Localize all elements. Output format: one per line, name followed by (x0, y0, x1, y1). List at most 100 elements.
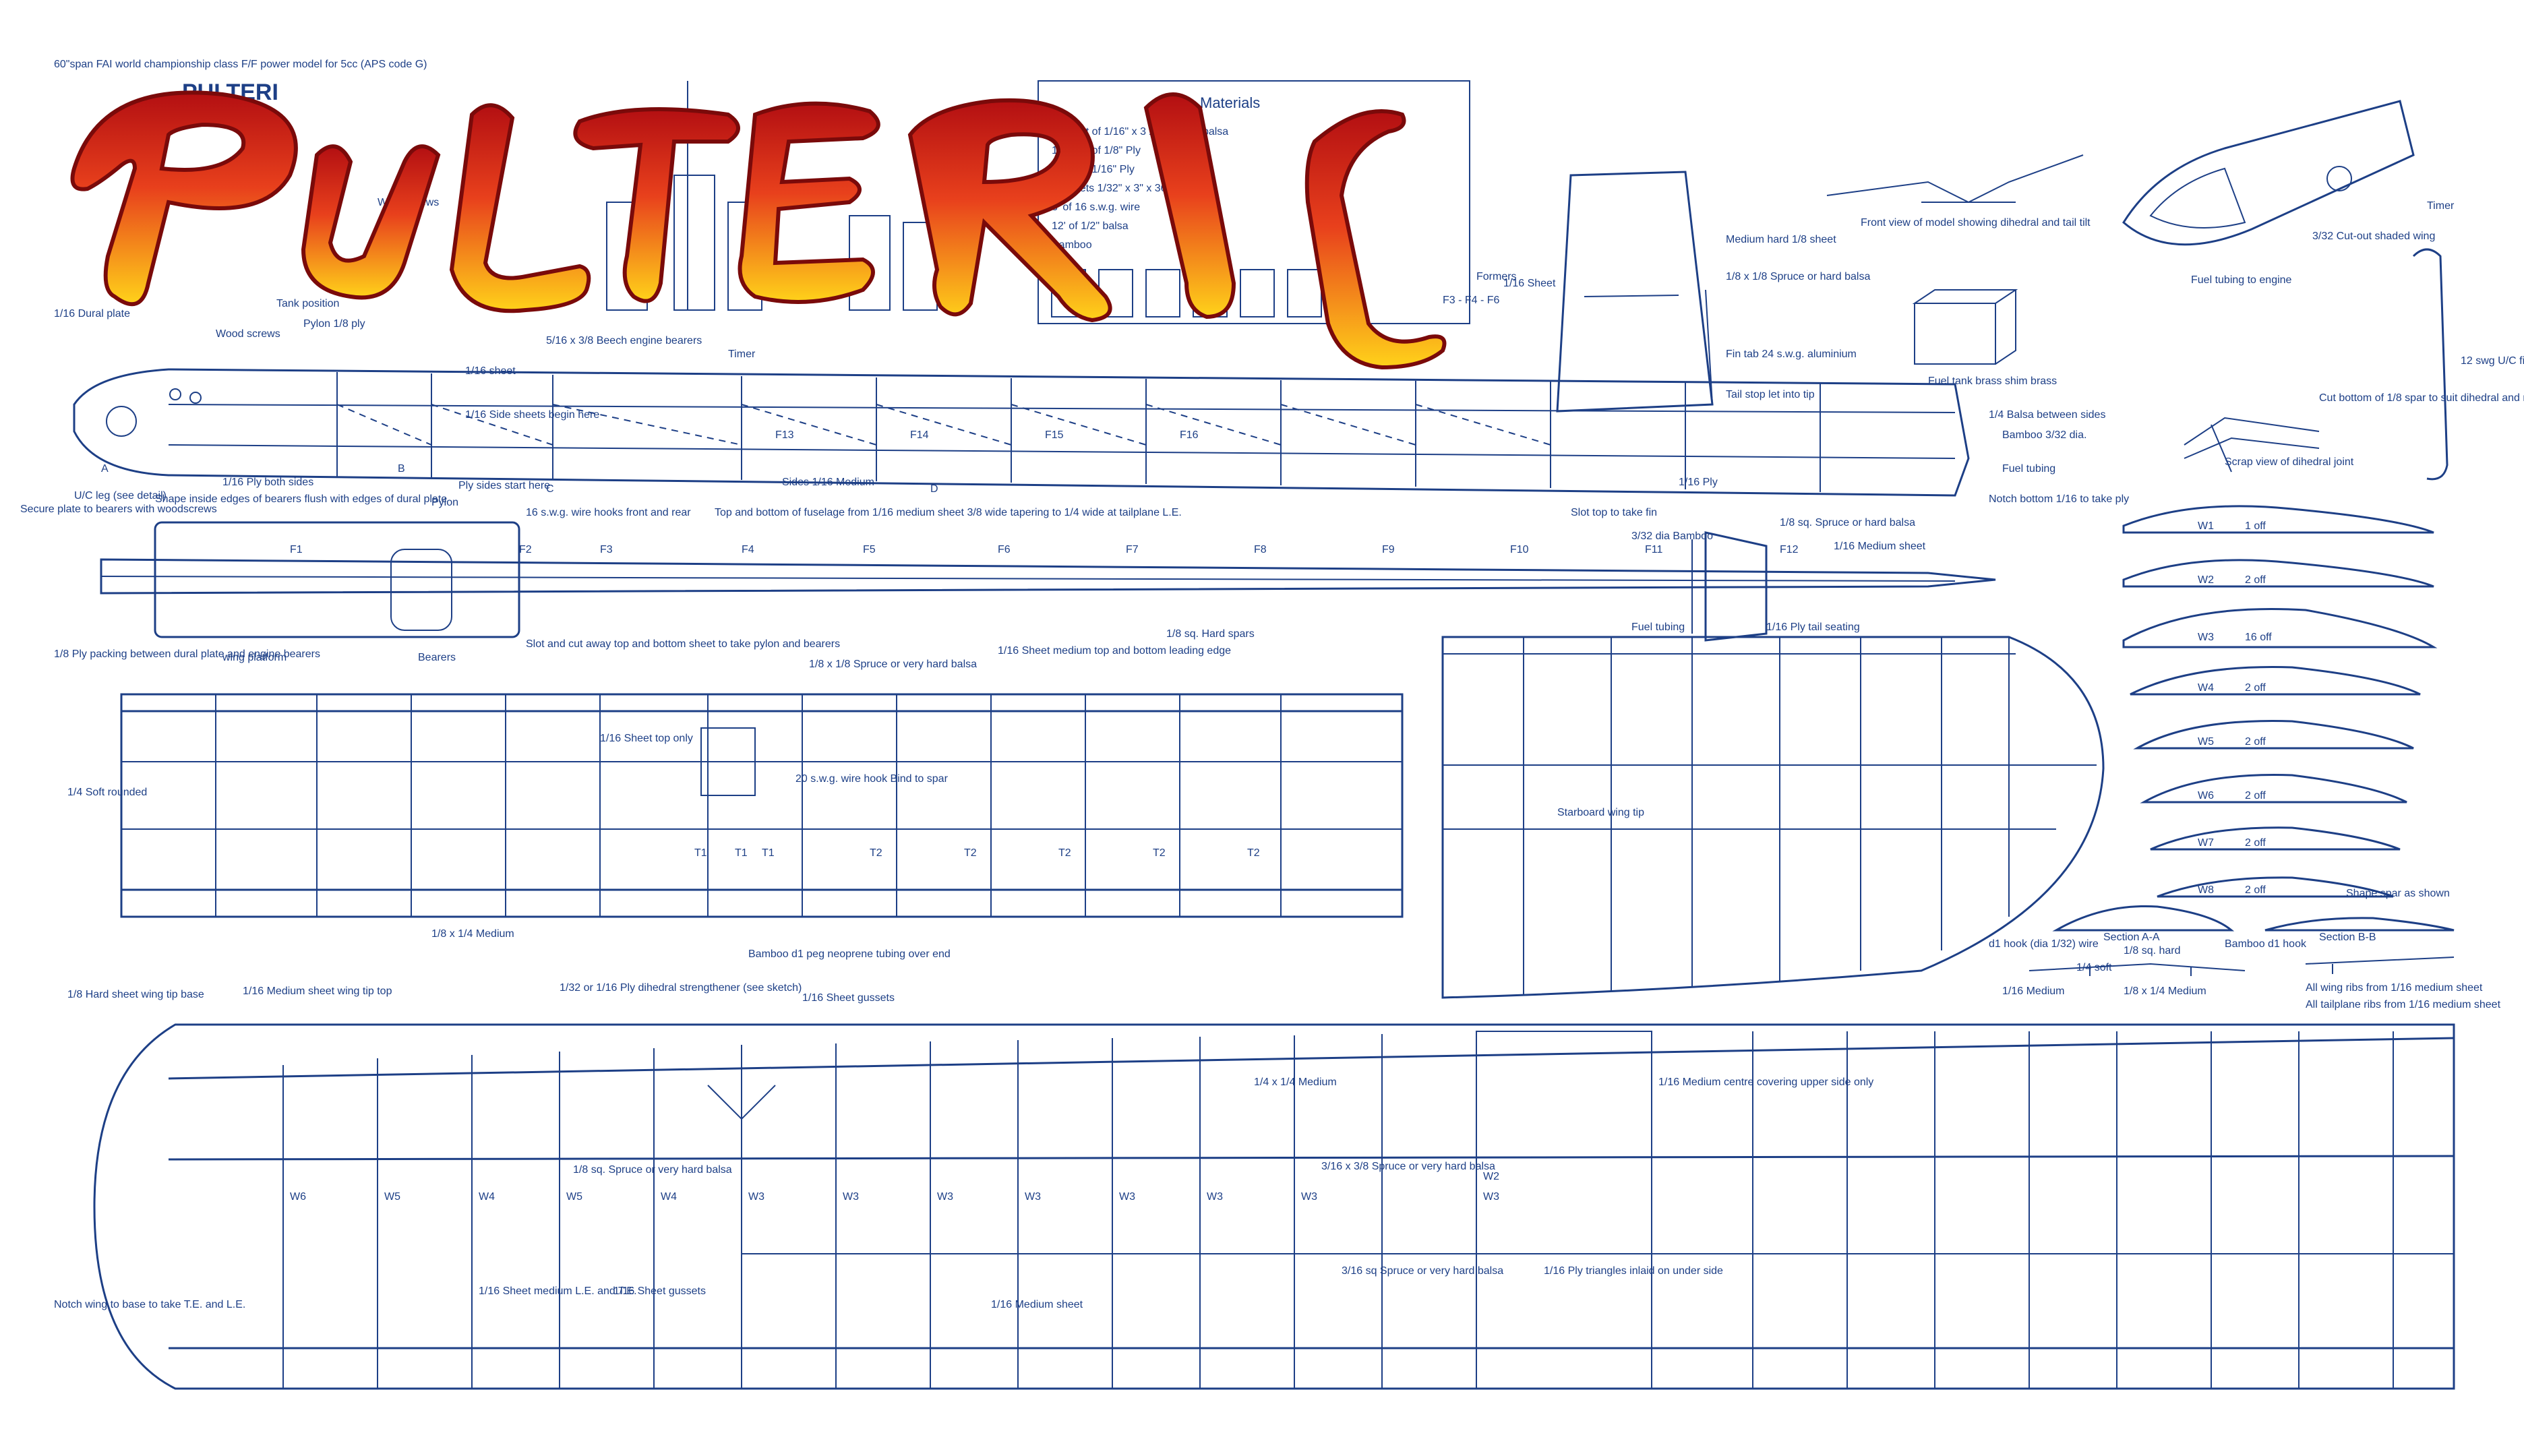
tail-rib: T2 (1153, 847, 1166, 859)
fuel-tank-sketch: Fuel tank brass shim brass (1912, 289, 2057, 387)
rib-count: 2 off (2245, 736, 2266, 748)
former-label: F11 (1645, 544, 1662, 555)
dihedral-joint-sketch: Cut bottom of 1/8 spar to suit dihedral … (2184, 392, 2524, 473)
rib-id: W6 (2198, 790, 2214, 801)
sketch-label: 12 swg U/C fitted around engine bolts (2461, 355, 2524, 367)
section-letter: D (930, 483, 938, 495)
top-view-label: 3/32 dia Bamboo (1631, 530, 1713, 542)
top-view-label: 1/16 Medium sheet (1834, 541, 1926, 552)
top-view-label: wing platform (222, 652, 287, 663)
wing-label: 1/16 Medium sheet (991, 1299, 1083, 1310)
former-label: F4 (742, 544, 754, 555)
former-label: F10 (1510, 544, 1529, 555)
tail-rib: T2 (964, 847, 977, 859)
wing-label: Notch wing to base to take T.E. and L.E. (54, 1299, 245, 1310)
fin: Medium hard 1/8 sheet 1/8 x 1/8 Spruce o… (1443, 171, 1870, 413)
rib-count: 2 off (2245, 884, 2266, 896)
wing-rib: W2 (1483, 1171, 1499, 1182)
wing-label: 1/16 Sheet gussets (613, 1285, 706, 1297)
fuselage-label: Secure plate to bearers with woodscrews (20, 504, 217, 515)
wing-label: 1/4 x 1/4 Medium (1254, 1076, 1337, 1088)
wing-label: 1/8 sq. Spruce or very hard balsa (573, 1164, 732, 1176)
tailplane-label: 1/4 Soft rounded (67, 787, 147, 798)
wing-rib: W3 (1207, 1191, 1223, 1203)
wing-rib: W3 (1301, 1191, 1317, 1203)
top-view-label: 1/8 sq. Spruce or hard balsa (1780, 517, 1915, 528)
wing-label: 1/8 Hard sheet wing tip base (67, 989, 204, 1000)
top-view-label: Fuel tubing (1631, 621, 1685, 633)
former-label: F1 (290, 544, 303, 555)
materials-heading: Materials (1200, 94, 1260, 111)
fuselage-label: Wood screws (216, 328, 280, 340)
sketch-label: 1/8 sq. hard (2124, 945, 2181, 957)
sketch-label: Bamboo d1 hook (2225, 938, 2307, 950)
former-label: F9 (1382, 544, 1395, 555)
fuselage-label: 1/16 sheet (465, 365, 516, 377)
sketch-label: Scrap view of dihedral joint (2225, 456, 2354, 468)
wing-rib: W4 (479, 1191, 495, 1203)
wing-rib: W3 (937, 1191, 953, 1203)
rib-id: W1 (2198, 520, 2214, 532)
wing-rib: W4 (661, 1191, 677, 1203)
tail-sections: Section A-A Section B-B Shape spar as sh… (1989, 888, 2501, 1010)
fuselage-top-view: F1 F2 F3 F4 F5 F6 F7 F8 F9 F10 F11 F12 T… (54, 507, 1996, 663)
fuselage-label: Pylon 1/8 ply (303, 318, 365, 330)
sketch-label: 1/4 soft (2076, 962, 2112, 973)
tail-rib: T1 (762, 847, 775, 859)
wing-label: 1/16 Medium centre covering upper side o… (1658, 1076, 1873, 1088)
tailplane-label: 1/8 x 1/8 Spruce or very hard balsa (809, 659, 977, 670)
tail-rib: T1 (735, 847, 748, 859)
wing-rib: W3 (843, 1191, 859, 1203)
tail-rib: T1 (694, 847, 707, 859)
top-view-label: 1/16 Ply tail seating (1766, 621, 1860, 633)
former-label: F3 (600, 544, 613, 555)
fin-label: Fin tab 24 s.w.g. aluminium (1726, 348, 1857, 360)
tailplane-label: 1/8 sq. Hard spars (1166, 628, 1255, 640)
sketch-label: 1/8 x 1/4 Medium (2124, 985, 2206, 997)
tailplane-label: Starboard wing tip (1557, 807, 1644, 818)
wing-label: 1/16 Sheet gussets (802, 992, 895, 1004)
former-label: F2 (519, 544, 532, 555)
rib-count: 2 off (2245, 682, 2266, 694)
rib-count: 2 off (2245, 790, 2266, 801)
tailplane-label: 1/16 Sheet medium top and bottom leading… (998, 645, 1231, 657)
sketch-label: Section A-A (2103, 932, 2160, 943)
wing-rib: W5 (384, 1191, 400, 1203)
tailplane-tip-plan: Starboard wing tip (1441, 636, 2105, 999)
fin-label: Formers (1476, 271, 1517, 282)
materials-item: 3' of 16 s.w.g. wire (1052, 202, 1140, 213)
tailplane-plan: T1 T1 T1 T2 T2 T2 T2 T2 1/8 x 1/8 Spruce… (67, 628, 1404, 960)
fin-label: 1/8 x 1/8 Spruce or hard balsa (1726, 271, 1870, 282)
materials-item: 12' of 1/2" balsa (1052, 220, 1129, 232)
fuselage-label: 1/16 Ply (1679, 477, 1718, 488)
former-label: F15 (1045, 429, 1064, 441)
front-view-sketch: Front view of model showing dihedral and… (1826, 154, 2091, 229)
tailplane-label: 1/8 x 1/4 Medium (431, 928, 514, 940)
rib-id: W4 (2198, 682, 2214, 694)
former-label: F6 (998, 544, 1011, 555)
former-label: F16 (1180, 429, 1199, 441)
tailplane-label: Bamboo d1 peg neoprene tubing over end (748, 948, 951, 960)
wing-rib-profiles: W1 1 off W2 2 off W3 16 off W4 2 off W5 … (2122, 505, 2438, 898)
tail-rib: T2 (1247, 847, 1260, 859)
wing-label: 1/16 Medium sheet wing tip top (243, 985, 392, 997)
fuselage-label: Ply sides start here (458, 480, 550, 491)
section-letter: A (101, 463, 109, 475)
fuselage-label: 1/16 Dural plate (54, 308, 130, 320)
fuselage-label: Sides 1/16 Medium (782, 477, 874, 488)
sketch-label: 1/16 Medium (2002, 985, 2065, 997)
fuselage-label: Bamboo 3/32 dia. (2002, 429, 2086, 441)
tailplane-label: 20 s.w.g. wire hook Bind to spar (795, 773, 949, 785)
sketch-label: Fuel tank brass shim brass (1928, 375, 2057, 387)
fuselage-label: 1/16 Side sheets begin here (465, 409, 599, 421)
rib-count: 2 off (2245, 837, 2266, 849)
rib-id: W8 (2198, 884, 2214, 896)
former-label: F7 (1126, 544, 1139, 555)
former-label: F14 (910, 429, 929, 441)
fuselage-label: Notch bottom 1/16 to take ply (1989, 493, 2129, 505)
wing-rib: W3 (748, 1191, 764, 1203)
sketch-label: Section B-B (2319, 932, 2376, 943)
former-label: F13 (775, 429, 794, 441)
wing-label: 3/16 x 3/8 Spruce or very hard balsa (1321, 1161, 1495, 1172)
fuselage-label: 1/4 Balsa between sides (1989, 409, 2105, 421)
